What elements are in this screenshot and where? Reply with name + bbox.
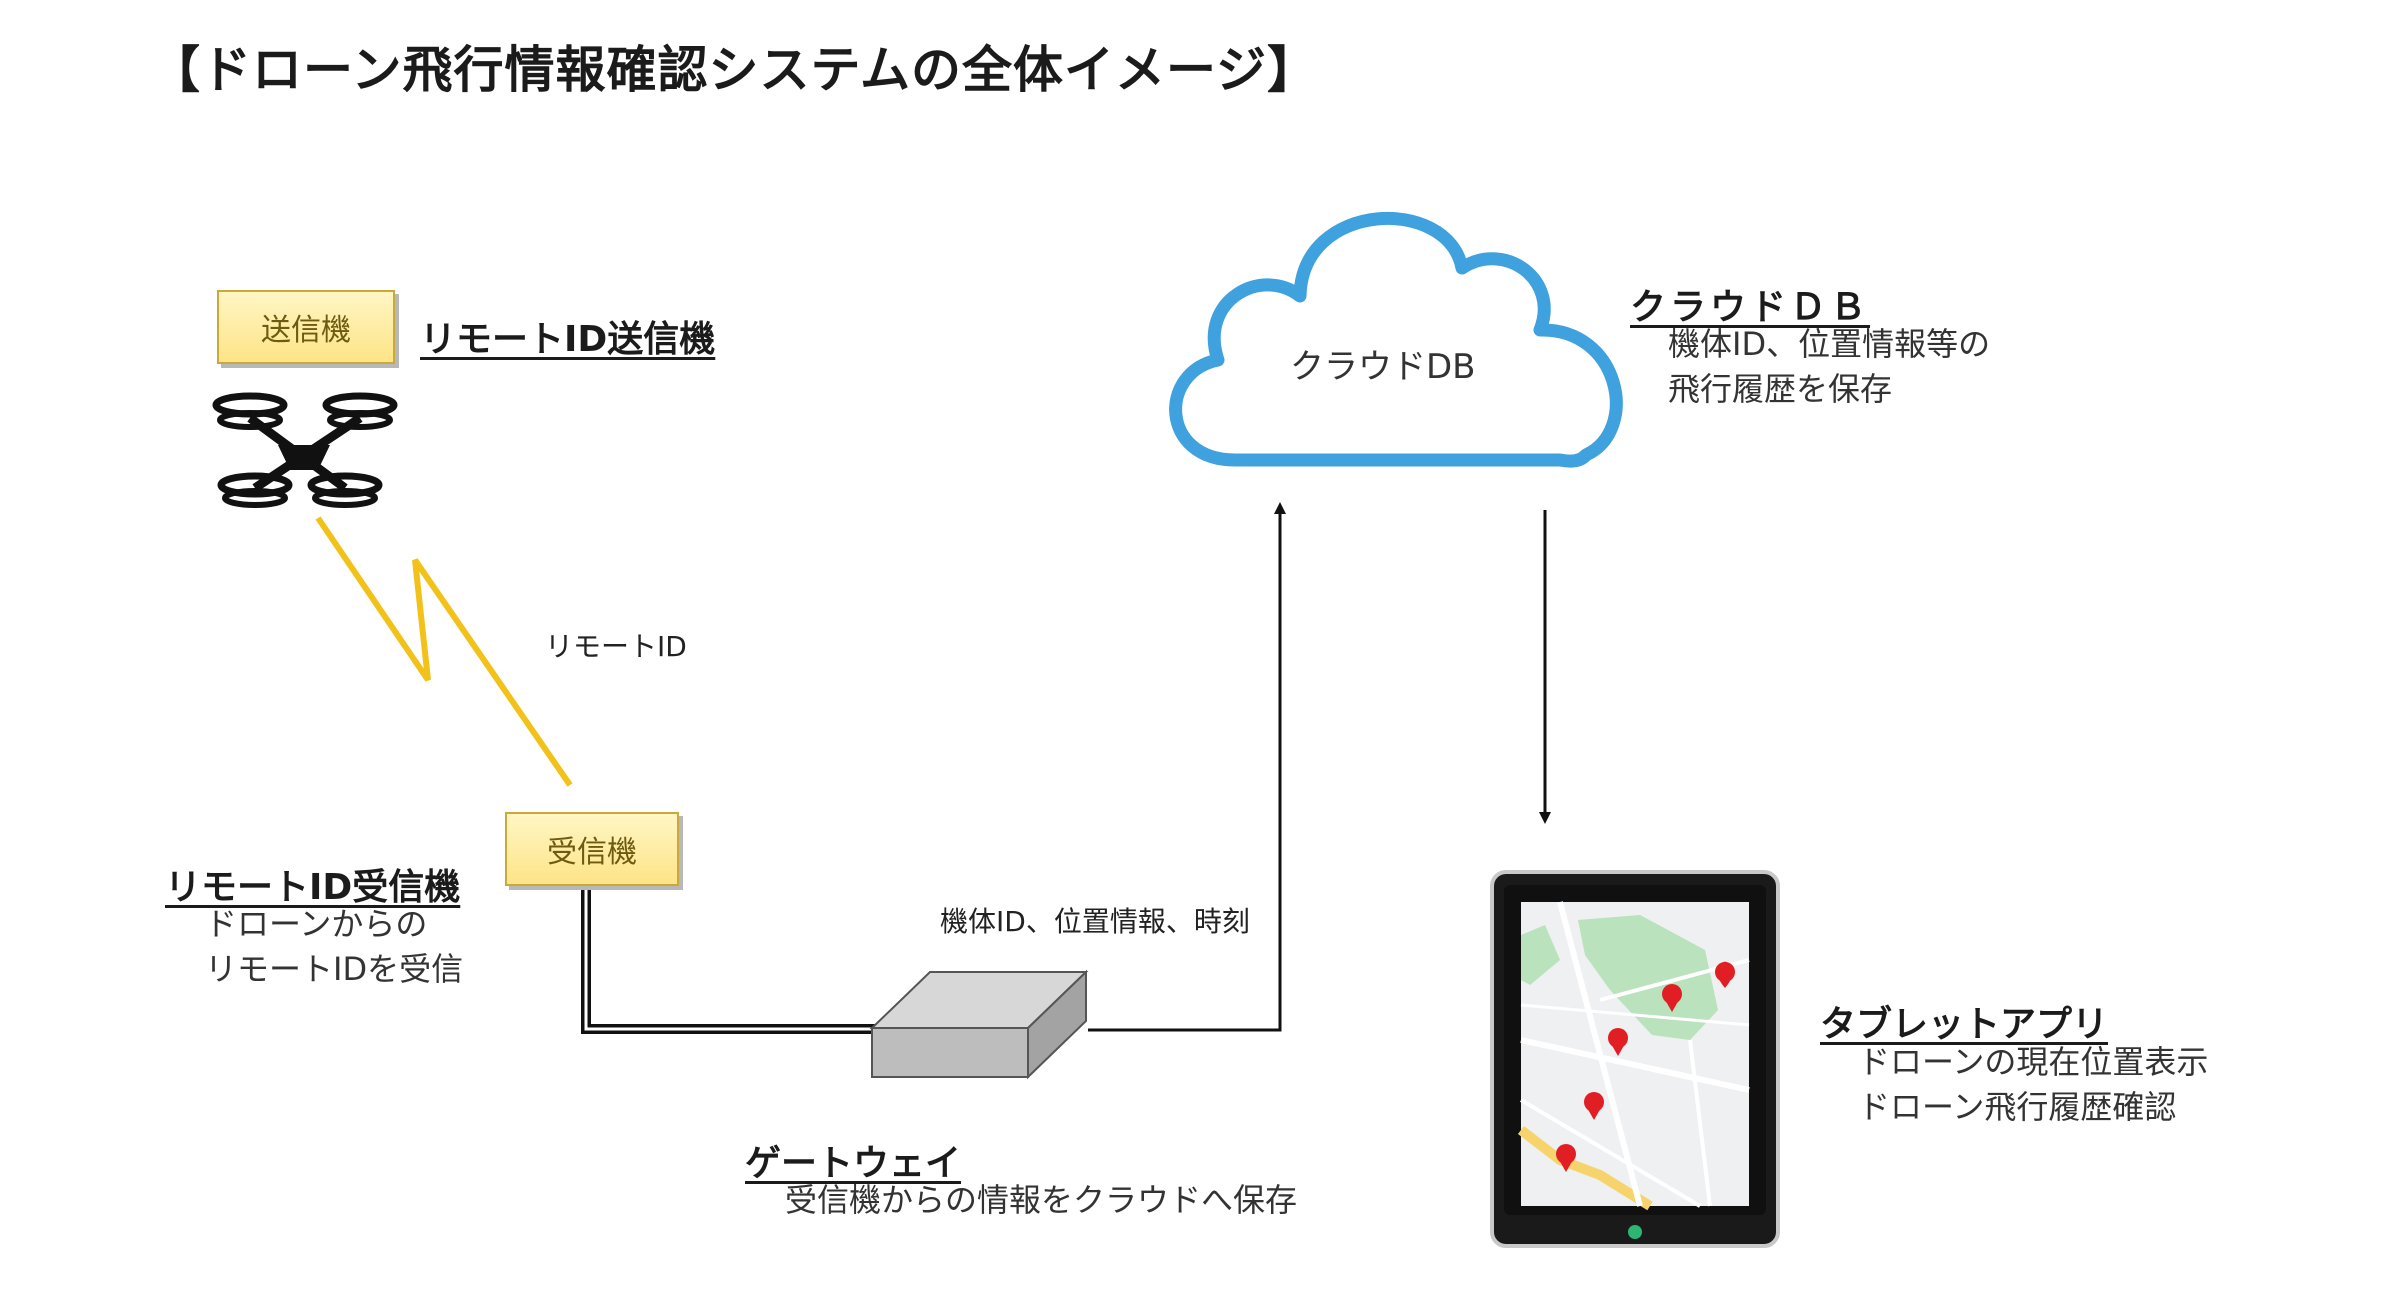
map-screen	[1517, 901, 1750, 1211]
map-pin	[1715, 961, 1735, 988]
receiver-tag: 受信機	[505, 812, 679, 886]
signal-lightning	[315, 516, 573, 787]
cloud-label: クラウドDB	[1290, 347, 1476, 387]
gateway-device-icon	[869, 969, 1089, 1080]
cloud-desc-line-1: 機体ID、位置情報等の	[1668, 325, 1991, 363]
gateway-data-label: 機体ID、位置情報、時刻	[940, 905, 1250, 938]
tablet-desc-line-1: ドローンの現在位置表示	[1858, 1043, 2209, 1081]
map-pin	[1608, 1028, 1628, 1056]
tablet-heading: タブレットアプリ	[1820, 1004, 2109, 1045]
tablet-desc-line-2: ドローン飛行履歴確認	[1858, 1088, 2177, 1126]
signal-label: リモートID	[545, 630, 687, 663]
transmitter-heading: リモートID送信機	[420, 319, 716, 360]
receiver-desc-line-1: ドローンからの	[205, 905, 428, 943]
receiver-desc-line-2: リモートIDを受信	[205, 950, 464, 988]
map-pins	[1556, 961, 1735, 1172]
gateway-heading: ゲートウェイ	[745, 1143, 962, 1184]
cloud-desc-line-2: 飛行履歴を保存	[1668, 370, 1893, 408]
page-title: 【ドローン飛行情報確認システムの全体イメージ】	[150, 41, 1318, 99]
cloud-heading: クラウドＤＢ	[1630, 287, 1871, 328]
gateway-desc: 受信機からの情報をクラウドへ保存	[785, 1181, 1298, 1219]
transmitter-tag: 送信機	[217, 290, 395, 364]
upload-arrow	[1088, 502, 1286, 1032]
map-pin	[1584, 1092, 1604, 1120]
drone-icon	[212, 392, 398, 508]
map-pin	[1556, 1144, 1576, 1172]
receiver-cable	[581, 887, 880, 1034]
map-pin	[1662, 984, 1682, 1012]
receiver-heading: リモートID受信機	[165, 867, 461, 908]
cloud-icon	[1169, 211, 1623, 468]
